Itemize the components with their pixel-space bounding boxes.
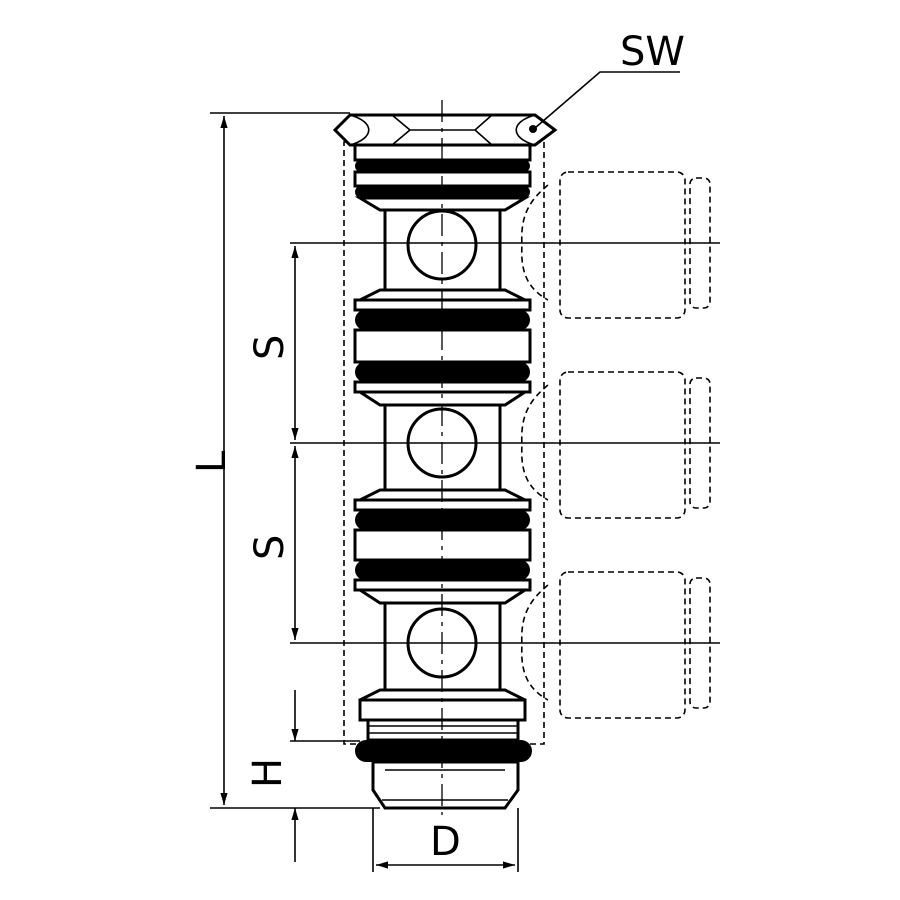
label-sw: SW — [620, 29, 685, 75]
sw-leader — [534, 71, 680, 129]
label-spacing-top: S — [247, 335, 293, 360]
o-ring-bottom — [355, 740, 532, 762]
label-length: L — [189, 450, 235, 473]
label-diameter: D — [430, 819, 461, 865]
label-spacing-bottom: S — [247, 535, 293, 560]
label-height: H — [245, 758, 291, 788]
centre-lines — [290, 100, 720, 815]
dimension-lines — [210, 71, 680, 872]
spigot — [371, 760, 520, 810]
